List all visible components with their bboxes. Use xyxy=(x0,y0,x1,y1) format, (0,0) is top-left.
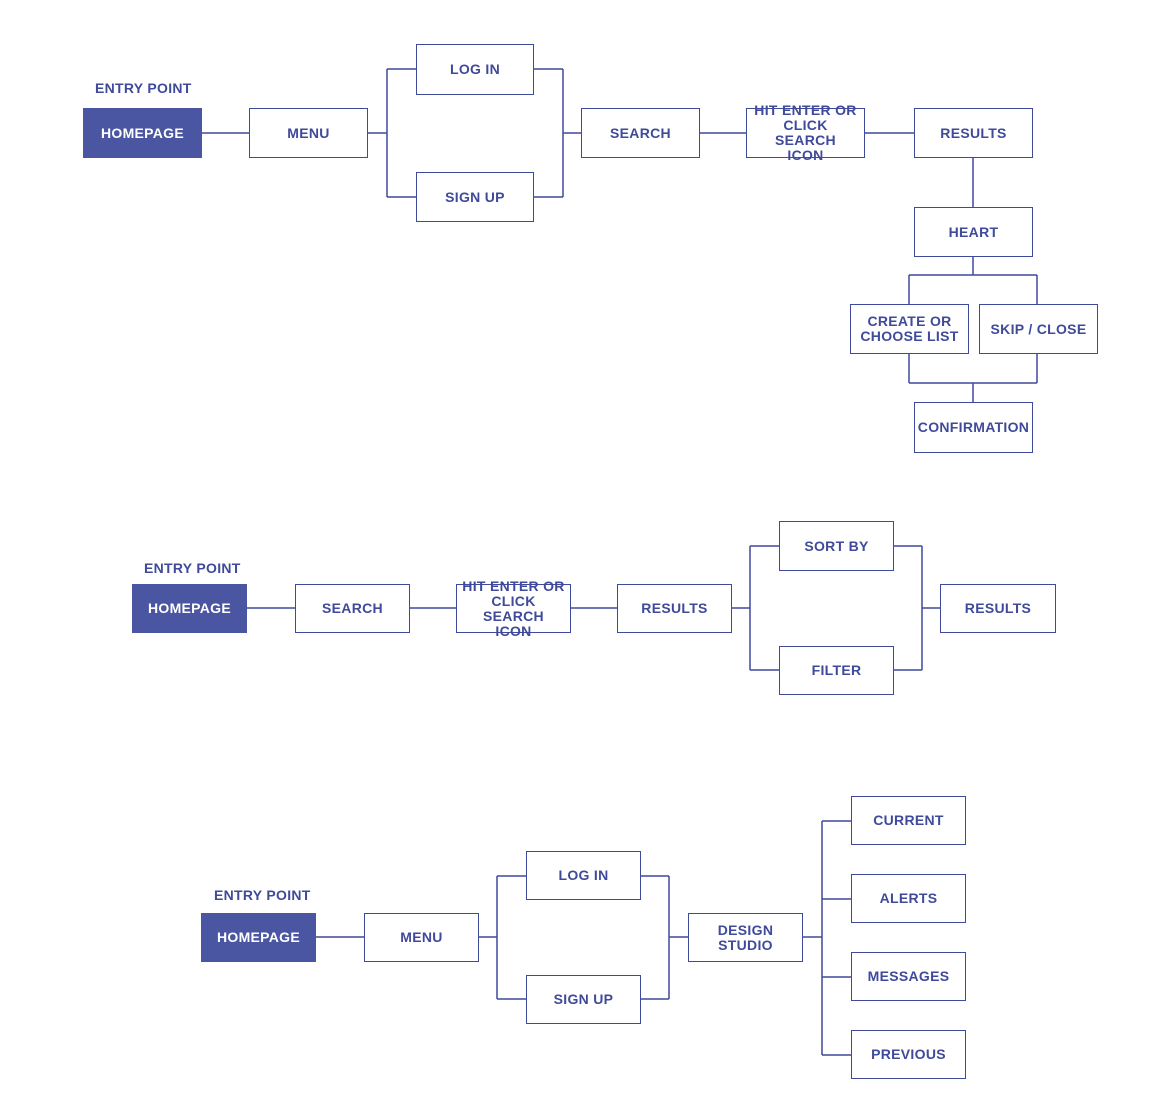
heart-node: HEART xyxy=(914,207,1033,257)
skip-close-node: SKIP / CLOSE xyxy=(979,304,1098,354)
sign-up-node: SIGN UP xyxy=(416,172,534,222)
previous-node: PREVIOUS xyxy=(851,1030,966,1079)
log-in-node: LOG IN xyxy=(416,44,534,95)
entry-point-label: ENTRY POINT xyxy=(95,80,192,96)
menu-node: MENU xyxy=(249,108,368,158)
results-final-node: RESULTS xyxy=(940,584,1056,633)
sign-up-node: SIGN UP xyxy=(526,975,641,1024)
search-node: SEARCH xyxy=(581,108,700,158)
search-node: SEARCH xyxy=(295,584,410,633)
confirmation-node: CONFIRMATION xyxy=(914,402,1033,453)
menu-node: MENU xyxy=(364,913,479,962)
hit-enter-node: HIT ENTER OR CLICK SEARCH ICON xyxy=(746,103,865,163)
entry-point-label: ENTRY POINT xyxy=(214,887,311,903)
homepage-node: HOMEPAGE xyxy=(201,913,316,962)
alerts-node: ALERTS xyxy=(851,874,966,923)
homepage-node: HOMEPAGE xyxy=(83,108,202,158)
current-node: CURRENT xyxy=(851,796,966,845)
log-in-node: LOG IN xyxy=(526,851,641,900)
entry-point-label: ENTRY POINT xyxy=(144,560,241,576)
hit-enter-node: HIT ENTER OR CLICK SEARCH ICON xyxy=(456,578,571,638)
results-node: RESULTS xyxy=(914,108,1033,158)
design-studio-node: DESIGN STUDIO xyxy=(688,913,803,962)
sort-by-node: SORT BY xyxy=(779,521,894,571)
results-node: RESULTS xyxy=(617,584,732,633)
homepage-node: HOMEPAGE xyxy=(132,584,247,633)
messages-node: MESSAGES xyxy=(851,952,966,1001)
filter-node: FILTER xyxy=(779,646,894,695)
create-list-node: CREATE OR CHOOSE LIST xyxy=(850,304,969,354)
